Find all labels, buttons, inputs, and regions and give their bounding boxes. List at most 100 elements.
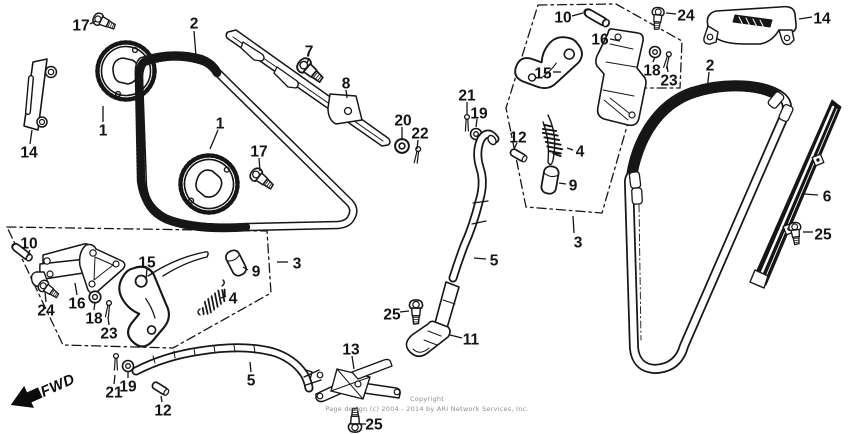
callout-label-6-42[interactable]: 6 <box>823 189 832 206</box>
callout-label-1-4[interactable]: 1 <box>216 116 225 133</box>
callout-leader-3-41 <box>572 215 575 234</box>
callout-leader-10-31 <box>571 12 584 17</box>
callout-label-12-30[interactable]: 12 <box>154 403 171 420</box>
part-5-chain-guide-bottom <box>131 343 324 393</box>
callout-label-19-29[interactable]: 19 <box>119 379 137 396</box>
callout-label-4-39[interactable]: 4 <box>576 144 585 161</box>
part-18-washer-right <box>648 45 662 59</box>
callout-leader-8-7 <box>345 89 348 99</box>
callout-label-8-7[interactable]: 8 <box>342 76 351 93</box>
callout-label-1-1[interactable]: 1 <box>99 123 108 140</box>
part-12-dowel-mid <box>508 147 529 164</box>
callout-label-7-6[interactable]: 7 <box>305 44 314 61</box>
part-23-pin-left <box>103 299 113 318</box>
callout-label-20-8[interactable]: 20 <box>394 113 411 130</box>
callout-label-23-23[interactable]: 23 <box>100 326 118 343</box>
callout-leader-7-6 <box>306 57 310 64</box>
fwd-arrow-icon <box>10 385 43 408</box>
callout-leader-2-38 <box>706 71 710 92</box>
callout-label-3-18[interactable]: 3 <box>293 256 302 273</box>
part-14-top-bracket <box>703 5 797 46</box>
callout-leader-4-26 <box>220 295 227 299</box>
callout-label-14-3[interactable]: 14 <box>20 145 38 162</box>
callout-leader-21-28 <box>113 374 116 385</box>
part-16-tensioner-bracket-right <box>595 28 647 127</box>
part-1-cam-sprocket-upper <box>96 41 156 101</box>
callout-label-21-28[interactable]: 21 <box>105 385 123 402</box>
callout-leader-13-16 <box>351 355 355 370</box>
callout-label-17-5[interactable]: 17 <box>250 144 267 161</box>
callout-label-2-2[interactable]: 2 <box>190 16 199 33</box>
part-24-pivot-bolt-right <box>649 6 666 31</box>
callout-label-22-9[interactable]: 22 <box>411 126 428 143</box>
callout-label-21-10[interactable]: 21 <box>458 88 476 105</box>
callout-leader-9-25 <box>242 266 249 271</box>
fwd-label: FWD <box>38 371 77 401</box>
part-13-linkage <box>297 358 401 403</box>
callout-leader-11-15 <box>449 334 463 339</box>
callout-label-19-11[interactable]: 19 <box>470 106 488 123</box>
watermark-line1: Copyright <box>410 395 444 403</box>
callout-leader-22-9 <box>416 139 419 150</box>
part-14-left-bracket <box>23 58 58 131</box>
part-17-sprocket-bolt-lower <box>247 165 278 194</box>
part-16-tensioner-bracket-left <box>30 243 126 294</box>
part-23-pin-right <box>662 50 673 70</box>
callout-label-25-14[interactable]: 25 <box>383 307 401 324</box>
part-2-cam-chain-right <box>624 80 794 374</box>
callout-label-11-15[interactable]: 11 <box>463 332 480 349</box>
fwd-marker: FWD <box>10 371 78 408</box>
callout-label-18-22[interactable]: 18 <box>85 311 103 328</box>
callout-leader-5-27 <box>249 361 252 373</box>
callout-label-18-36[interactable]: 18 <box>643 63 661 80</box>
watermark: Copyright Page design (c) 2004 - 2014 by… <box>325 395 528 413</box>
callout-label-24-20[interactable]: 24 <box>37 303 55 320</box>
callout-leader-1-4 <box>209 129 219 150</box>
callout-leader-2-2 <box>193 30 197 57</box>
callout-leader-9-40 <box>558 182 567 185</box>
callout-label-16-32[interactable]: 16 <box>591 32 609 49</box>
callout-leader-19-11 <box>475 118 478 128</box>
callout-leader-4-39 <box>566 147 574 151</box>
callout-label-23-37[interactable]: 23 <box>660 73 678 90</box>
callout-label-15-35[interactable]: 15 <box>534 66 552 83</box>
part-9-tensioner-cylinder-left <box>223 247 249 279</box>
callout-label-9-40[interactable]: 9 <box>569 178 578 195</box>
callout-label-12-12[interactable]: 12 <box>509 130 526 147</box>
callout-leader-18-22 <box>93 301 96 311</box>
callout-label-9-25[interactable]: 9 <box>252 264 261 281</box>
callout-label-2-38[interactable]: 2 <box>706 58 715 75</box>
part-21-pin-mid <box>463 113 471 132</box>
part-10-pivot-pin-right <box>581 6 612 30</box>
part-18-washer-left <box>88 290 102 304</box>
callout-label-24-33[interactable]: 24 <box>677 8 695 25</box>
callout-label-5-27[interactable]: 5 <box>247 373 256 390</box>
callout-leader-24-33 <box>665 12 677 15</box>
callout-label-25-43[interactable]: 25 <box>814 227 832 244</box>
part-8-chain-guide-upper <box>225 29 391 147</box>
callout-label-10-19[interactable]: 10 <box>20 236 37 253</box>
callout-label-25-17[interactable]: 25 <box>365 417 383 434</box>
callout-label-10-31[interactable]: 10 <box>554 10 571 27</box>
callout-leader-12-12 <box>513 142 518 150</box>
callout-leader-12-30 <box>160 395 163 403</box>
callout-leader-23-37 <box>666 65 669 73</box>
callout-label-3-41[interactable]: 3 <box>574 235 583 252</box>
callout-leader-17-5 <box>258 157 261 172</box>
callout-label-16-21[interactable]: 16 <box>68 296 86 313</box>
part-25-bolt-mid <box>408 299 424 325</box>
callout-label-5-13[interactable]: 5 <box>490 253 499 270</box>
part-11-tensioner-shoe <box>405 281 460 358</box>
watermark-line2: Page design (c) 2004 - 2014 by ARI Netwo… <box>325 405 528 413</box>
callout-label-14-34[interactable]: 14 <box>813 11 831 28</box>
callout-label-15-24[interactable]: 15 <box>138 255 156 272</box>
part-4-tensioner-spring-left <box>197 279 232 318</box>
callout-label-13-16[interactable]: 13 <box>342 342 360 359</box>
callout-label-17-0[interactable]: 17 <box>72 18 89 35</box>
part-2-cam-chain-left <box>134 51 358 233</box>
callout-label-4-26[interactable]: 4 <box>229 291 238 308</box>
callout-leader-23-23 <box>107 316 110 326</box>
callout-leader-16-32 <box>609 38 621 42</box>
